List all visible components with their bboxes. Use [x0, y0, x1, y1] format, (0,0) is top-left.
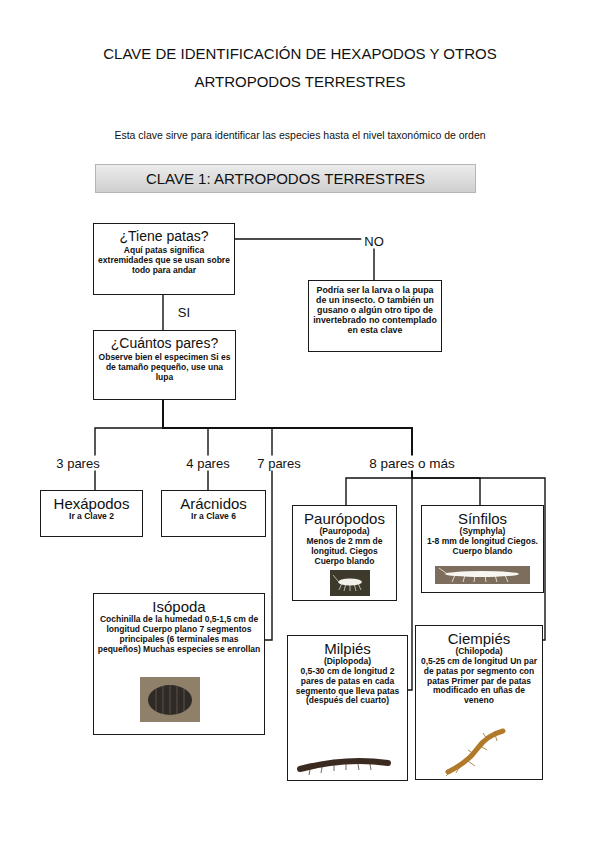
box-text: Menos de 2 mm de longitud. Ciegos Cuerpo…: [296, 537, 393, 566]
box-heading: ¿Tiene patas?: [97, 228, 231, 244]
connector-line: [235, 239, 374, 280]
box-text: Observe bien el especimen Si es de tamañ…: [97, 353, 232, 382]
box-text: (Diplopoda): [291, 657, 404, 667]
connector-line: [95, 400, 163, 490]
box-heading: CLAVE 1: ARTROPODOS TERRESTRES: [146, 170, 425, 187]
question-box: ¿Cuántos pares? Observe bien el especimen…: [93, 330, 236, 400]
box-text: 0,5-25 cm de longitud Un par de patas po…: [419, 657, 539, 706]
taxon-box: Paurópodos(Pauropoda)Menos de 2 mm de lo…: [292, 505, 397, 601]
box-heading: Ciempiés: [419, 630, 539, 647]
edge-label: 8 pares o más: [366, 456, 458, 471]
box-heading: Milpiés: [291, 640, 404, 657]
box-heading: Hexápodos: [44, 495, 139, 512]
edge-label: 4 pares: [183, 456, 232, 471]
edge-label: SI: [175, 305, 193, 320]
edge-label: 3 pares: [53, 456, 102, 471]
box-heading: Paurópodos: [296, 510, 393, 527]
box-text: (Pauropoda): [296, 527, 393, 537]
note-box: Podría ser la larva o la pupa de un inse…: [308, 280, 442, 352]
taxon-box: Sínfilos(Symphyla)1-8 mm de longitud Cie…: [421, 505, 544, 593]
connector-line: [162, 295, 163, 330]
connector-line: [163, 400, 208, 490]
taxon-box: IsópodaCochinilla de la humedad 0,5-1,5 …: [93, 593, 265, 735]
edge-label: 7 pares: [254, 456, 303, 471]
box-heading: ¿Cuántos pares?: [97, 335, 232, 351]
box-heading: Arácnidos: [165, 495, 262, 512]
title-band: CLAVE 1: ARTROPODOS TERRESTRES: [95, 164, 476, 193]
question-box: ¿Tiene patas? Aquí patas significa extrem…: [93, 223, 235, 295]
box-text: Aquí patas significa extremidades que se…: [97, 246, 231, 275]
box-text: Ir a Clave 2: [44, 512, 139, 522]
box-heading: Isópoda: [97, 598, 261, 615]
group-box: HexápodosIr a Clave 2: [40, 490, 143, 537]
note-text: Esta clave sirve para identificar las es…: [40, 129, 560, 141]
box-text: 1-8 mm de longitud Ciegos. Cuerpo blando: [425, 537, 540, 557]
diagram-title: CLAVE DE IDENTIFICACIÓN DE HEXAPODOS Y O…: [100, 40, 500, 96]
box-text: (Chilopoda): [419, 647, 539, 657]
box-heading: Podría ser la larva o la pupa de un inse…: [312, 285, 438, 336]
taxon-box: Ciempiés(Chilopoda)0,5-25 cm de longitud…: [415, 625, 543, 780]
box-text: Cochinilla de la humedad 0,5-1,5 cm de l…: [97, 615, 261, 654]
taxon-box: Milpiés(Diplopoda)0,5-30 cm de longitud …: [287, 635, 408, 781]
box-text: Ir a Clave 6: [165, 512, 262, 522]
group-box: ArácnidosIr a Clave 6: [161, 490, 266, 537]
box-text: 0,5-30 cm de longitud 2 pares de patas e…: [291, 667, 404, 706]
box-heading: Sínfilos: [425, 510, 540, 527]
edge-label: NO: [361, 234, 387, 249]
box-text: (Symphyla): [425, 527, 540, 537]
